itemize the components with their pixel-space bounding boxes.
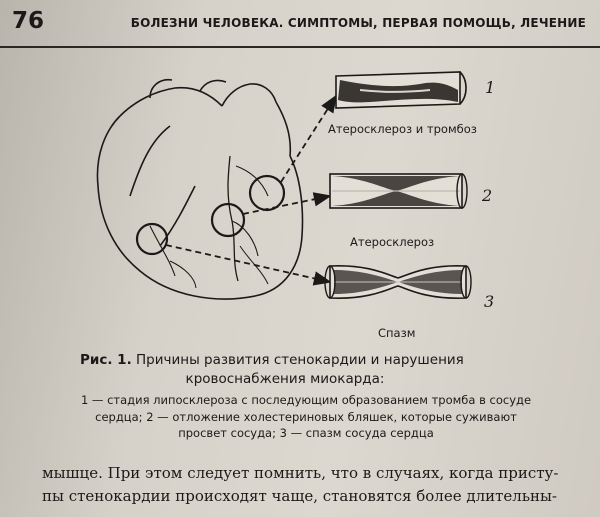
body-paragraph: мышце. При этом следует помнить, что в с… [42,462,600,508]
heart-drawing [96,78,304,300]
heart-vessels-illustration [96,71,472,300]
caption-desc-line-1: 1 — стадия липосклероза с последующим об… [80,393,532,407]
lesion-circle-3 [135,222,169,256]
panel-3-label: Спазм [378,326,416,340]
panel-2-label: Атеросклероз [350,235,435,249]
vessel-panel-2 [329,173,468,209]
page-number: 76 [12,8,45,34]
panel-3-number: 3 [484,292,495,311]
arrow-to-panel-2 [242,192,332,215]
caption-title-line-1: Причины развития стенокардии и нарушения [136,352,464,368]
caption-title-line-2: кровоснабжения миокарда: [185,371,385,387]
figure-caption-description: 1 — стадия липосклероза с последующим об… [26,392,586,442]
panel-1-number: 1 [485,78,496,97]
figure-ref: Рис. 1. [80,352,132,368]
page-header: 76 БОЛЕЗНИ ЧЕЛОВЕКА. СИМПТОМЫ, ПЕРВАЯ ПО… [0,2,600,48]
vessel-panel-3 [324,265,472,299]
arrow-to-panel-1 [280,94,337,183]
running-title: БОЛЕЗНИ ЧЕЛОВЕКА. СИМПТОМЫ, ПЕРВАЯ ПОМОЩ… [130,16,586,30]
panel-1-label: Атеросклероз и тромбоз [328,122,477,136]
body-line-2: пы стенокардии происходят чаще, становят… [42,487,557,505]
figure-1: 1 Атеросклероз и тромбоз 2 Атеросклероз … [0,46,600,346]
caption-desc-line-2: сердца; 2 — отложение холестериновых бля… [95,409,517,424]
panel-2-number: 2 [482,186,493,205]
caption-desc-line-3: просвет сосуда; 3 — спазм сосуда сердца [178,426,434,440]
lesion-circle-2 [210,202,246,238]
lesion-circle-1 [248,174,286,212]
body-line-1: мышце. При этом следует помнить, что в с… [42,464,559,482]
figure-caption-title: Рис. 1. Причины развития стенокардии и н… [80,351,560,389]
arrow-to-panel-3 [165,244,332,286]
vessel-panel-1 [335,71,467,109]
